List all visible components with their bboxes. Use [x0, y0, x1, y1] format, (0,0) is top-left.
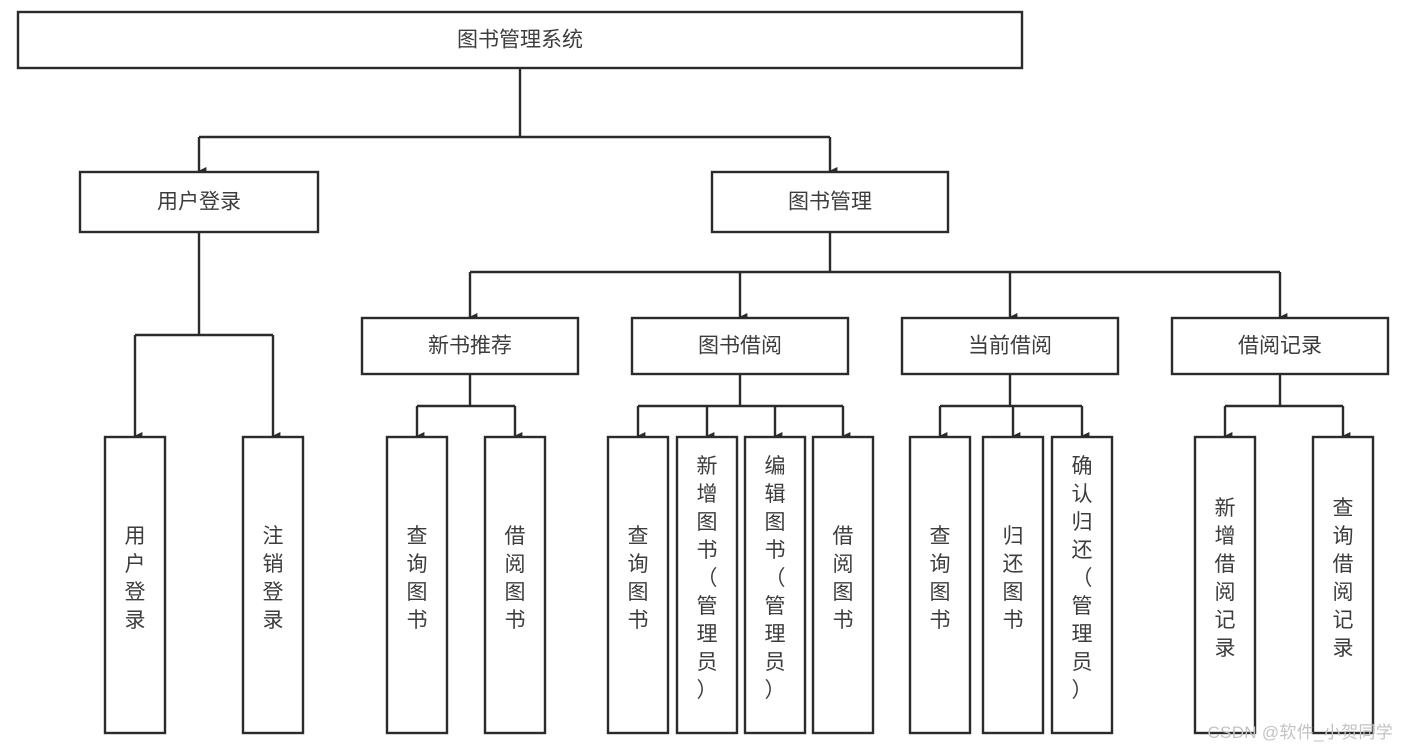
node-box-leaf-return-book [981, 435, 1045, 735]
node-box-leaf-query-book-recommend [385, 435, 449, 735]
node-user-login[interactable]: 用户登录 [78, 170, 320, 234]
node-box-book-manage [710, 170, 950, 234]
node-box-leaf-add-book [675, 435, 739, 735]
node-leaf-borrow-book[interactable]: 借阅图书 [811, 435, 875, 735]
node-layer: 图书管理系统用户登录图书管理新书推荐图书借阅当前借阅借阅记录用户登录注销登录查询… [16, 10, 1390, 735]
node-label-leaf-user-logout: 注销登录 [263, 525, 284, 632]
node-label-leaf-borrow-book: 借阅图书 [833, 525, 854, 632]
node-box-leaf-query-book-borrow [606, 435, 670, 735]
node-label-book-borrow: 图书借阅 [698, 335, 782, 358]
node-leaf-query-book-recommend[interactable]: 查询图书 [385, 435, 449, 735]
node-box-current-borrow [900, 316, 1120, 376]
node-book-borrow[interactable]: 图书借阅 [630, 316, 850, 376]
node-box-leaf-confirm-return [1050, 435, 1114, 735]
node-leaf-user-logout[interactable]: 注销登录 [241, 435, 305, 735]
node-leaf-confirm-return[interactable]: 确认归还（管理员） [1050, 435, 1114, 735]
node-current-borrow[interactable]: 当前借阅 [900, 316, 1120, 376]
node-label-new-book-recommend: 新书推荐 [428, 335, 512, 358]
node-label-leaf-borrow-book-recommend: 借阅图书 [505, 525, 526, 632]
node-box-leaf-user-logout [241, 435, 305, 735]
node-label-leaf-query-book-current: 查询图书 [930, 525, 951, 632]
node-book-manage[interactable]: 图书管理 [710, 170, 950, 234]
node-box-book-borrow [630, 316, 850, 376]
node-box-user-login [78, 170, 320, 234]
node-label-root: 图书管理系统 [457, 29, 583, 52]
node-label-leaf-add-book: 新增图书（管理员） [697, 455, 718, 702]
node-box-leaf-user-login [103, 435, 167, 735]
node-leaf-user-login[interactable]: 用户登录 [103, 435, 167, 735]
node-new-book-recommend[interactable]: 新书推荐 [360, 316, 580, 376]
node-leaf-edit-book[interactable]: 编辑图书（管理员） [743, 435, 807, 735]
node-label-leaf-user-login: 用户登录 [125, 525, 146, 632]
node-box-leaf-borrow-book [811, 435, 875, 735]
node-leaf-add-borrow-record[interactable]: 新增借阅记录 [1193, 435, 1257, 735]
node-leaf-add-book[interactable]: 新增图书（管理员） [675, 435, 739, 735]
node-leaf-return-book[interactable]: 归还图书 [981, 435, 1045, 735]
node-label-leaf-query-book-recommend: 查询图书 [407, 525, 428, 632]
node-root[interactable]: 图书管理系统 [16, 10, 1024, 70]
node-leaf-query-borrow-record[interactable]: 查询借阅记录 [1311, 435, 1375, 735]
node-label-current-borrow: 当前借阅 [968, 335, 1052, 358]
node-box-root [16, 10, 1024, 70]
csdn-watermark: CSDN @软件_小贺同学 [1207, 723, 1393, 742]
node-borrow-record[interactable]: 借阅记录 [1170, 316, 1390, 376]
node-box-leaf-query-book-current [908, 435, 972, 735]
node-label-leaf-query-borrow-record: 查询借阅记录 [1333, 497, 1354, 660]
node-label-leaf-query-book-borrow: 查询图书 [628, 525, 649, 632]
node-box-new-book-recommend [360, 316, 580, 376]
node-leaf-query-book-borrow[interactable]: 查询图书 [606, 435, 670, 735]
node-label-user-login: 用户登录 [157, 191, 241, 214]
node-label-book-manage: 图书管理 [788, 191, 872, 214]
node-box-leaf-edit-book [743, 435, 807, 735]
node-label-leaf-return-book: 归还图书 [1003, 525, 1024, 632]
node-box-leaf-query-borrow-record [1311, 435, 1375, 735]
node-box-leaf-add-borrow-record [1193, 435, 1257, 735]
connector-layer [133, 68, 1351, 441]
node-box-leaf-borrow-book-recommend [483, 435, 547, 735]
node-label-leaf-edit-book: 编辑图书（管理员） [765, 455, 786, 702]
node-label-borrow-record: 借阅记录 [1238, 335, 1322, 358]
node-box-borrow-record [1170, 316, 1390, 376]
node-leaf-query-book-current[interactable]: 查询图书 [908, 435, 972, 735]
node-label-leaf-confirm-return: 确认归还（管理员） [1072, 455, 1093, 702]
node-leaf-borrow-book-recommend[interactable]: 借阅图书 [483, 435, 547, 735]
node-label-leaf-add-borrow-record: 新增借阅记录 [1215, 497, 1236, 660]
